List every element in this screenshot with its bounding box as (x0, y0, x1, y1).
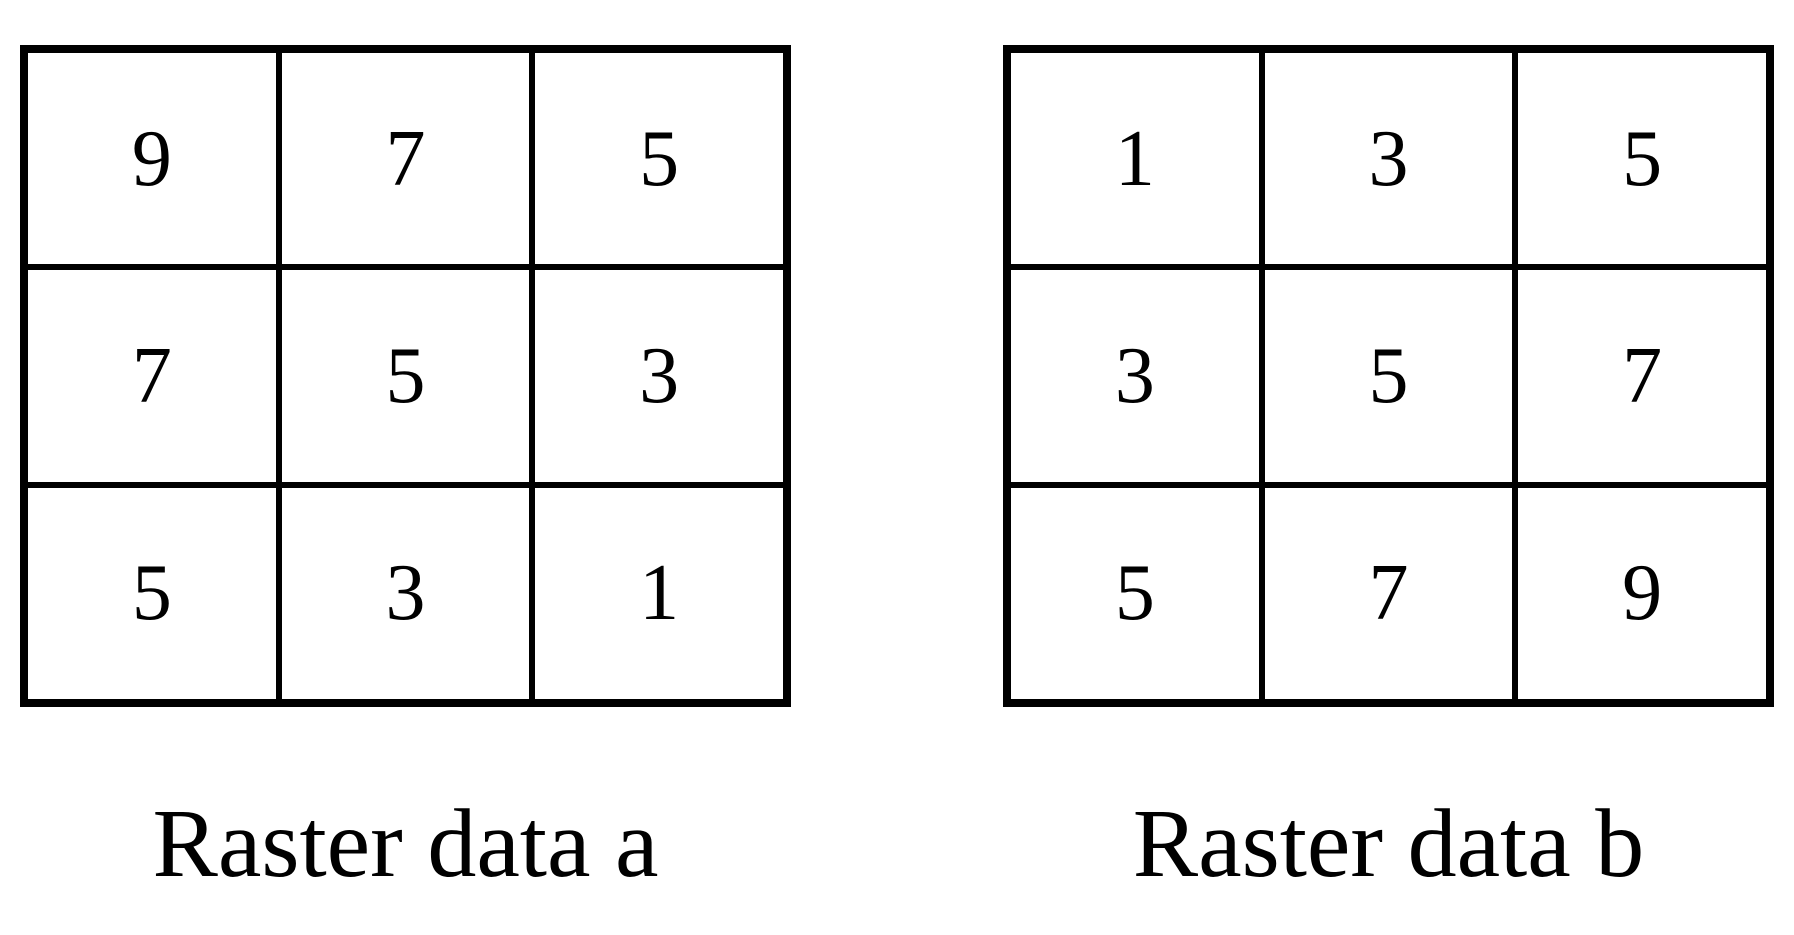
raster-b-block: 1 3 5 3 5 7 5 7 9 Raster data b (1003, 45, 1774, 893)
raster-b-grid: 1 3 5 3 5 7 5 7 9 (1003, 45, 1774, 707)
raster-a-cell-r0-c0: 9 (28, 53, 276, 265)
raster-a-cell-r2-c1: 3 (281, 487, 530, 699)
raster-a-cell-r1-c2: 3 (535, 270, 783, 482)
raster-a-block: 9 7 5 7 5 3 5 3 1 Raster data a (20, 45, 791, 893)
raster-a-cell-r2-c0: 5 (28, 487, 276, 699)
raster-a-cell-r0-c1: 7 (281, 53, 530, 265)
raster-a-grid: 9 7 5 7 5 3 5 3 1 (20, 45, 791, 707)
raster-b-caption: Raster data b (1132, 790, 1645, 898)
raster-b-cell-r1-c2: 7 (1518, 270, 1766, 482)
raster-b-cell-r2-c0: 5 (1011, 487, 1259, 699)
raster-b-cell-r0-c2: 5 (1518, 53, 1766, 265)
raster-a-cell-r1-c0: 7 (28, 270, 276, 482)
raster-a-caption: Raster data a (152, 790, 659, 898)
raster-a-cell-r2-c2: 1 (535, 487, 783, 699)
raster-b-cell-r1-c1: 5 (1264, 270, 1513, 482)
raster-b-cell-r2-c2: 9 (1518, 487, 1766, 699)
raster-b-cell-r2-c1: 7 (1264, 487, 1513, 699)
raster-a-cell-r1-c1: 5 (281, 270, 530, 482)
raster-b-cell-r0-c1: 3 (1264, 53, 1513, 265)
raster-b-cell-r1-c0: 3 (1011, 270, 1259, 482)
raster-a-cell-r0-c2: 5 (535, 53, 783, 265)
raster-b-cell-r0-c0: 1 (1011, 53, 1259, 265)
